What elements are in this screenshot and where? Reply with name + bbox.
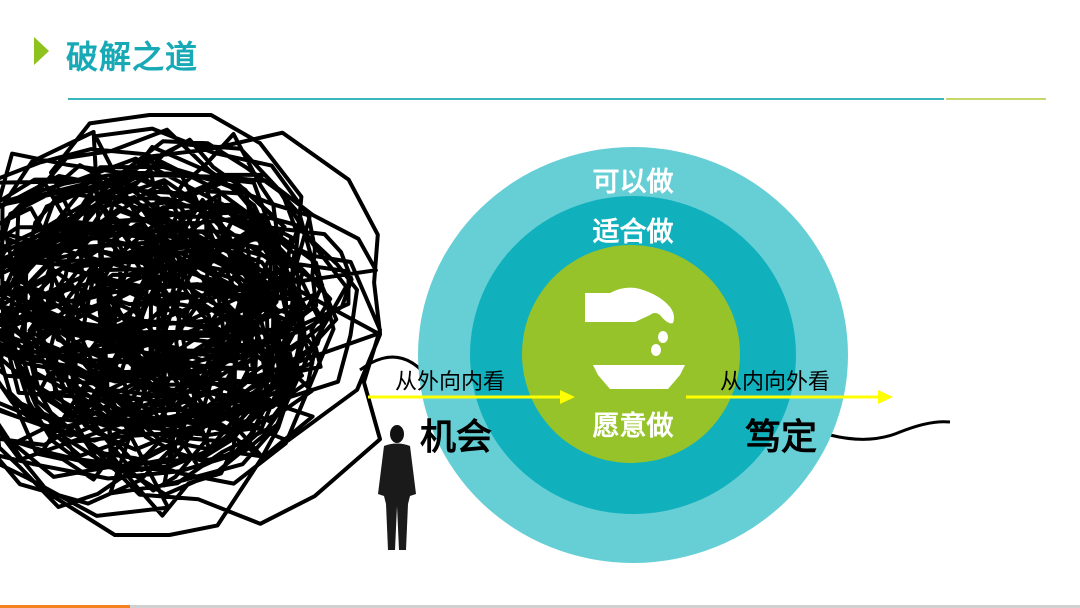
- header-divider: [68, 98, 944, 100]
- arrow-outward-icon: [878, 390, 893, 404]
- certainty-label: 笃定: [745, 417, 818, 458]
- header-divider-accent: [946, 98, 1046, 100]
- title-triangle-icon: [34, 37, 49, 65]
- middle-circle-label: 适合做: [592, 217, 674, 248]
- inner-circle-label: 愿意做: [592, 411, 674, 442]
- slide-progress-track: [0, 605, 1080, 608]
- arrow-inward-icon: [560, 390, 575, 404]
- inside-out-caption: 从内向外看: [720, 370, 831, 395]
- direction-arrows: [368, 390, 893, 404]
- opportunity-label: 机会: [420, 417, 493, 458]
- outside-in-caption: 从外向内看: [395, 370, 506, 395]
- outer-circle-label: 可以做: [592, 167, 674, 198]
- page-title: 破解之道: [66, 38, 199, 76]
- hand-sowing-seeds-icon: [585, 287, 685, 389]
- inner-circle-willing: [522, 245, 740, 463]
- businessman-silhouette-image: [378, 425, 416, 550]
- slide-progress-fill: [0, 605, 130, 608]
